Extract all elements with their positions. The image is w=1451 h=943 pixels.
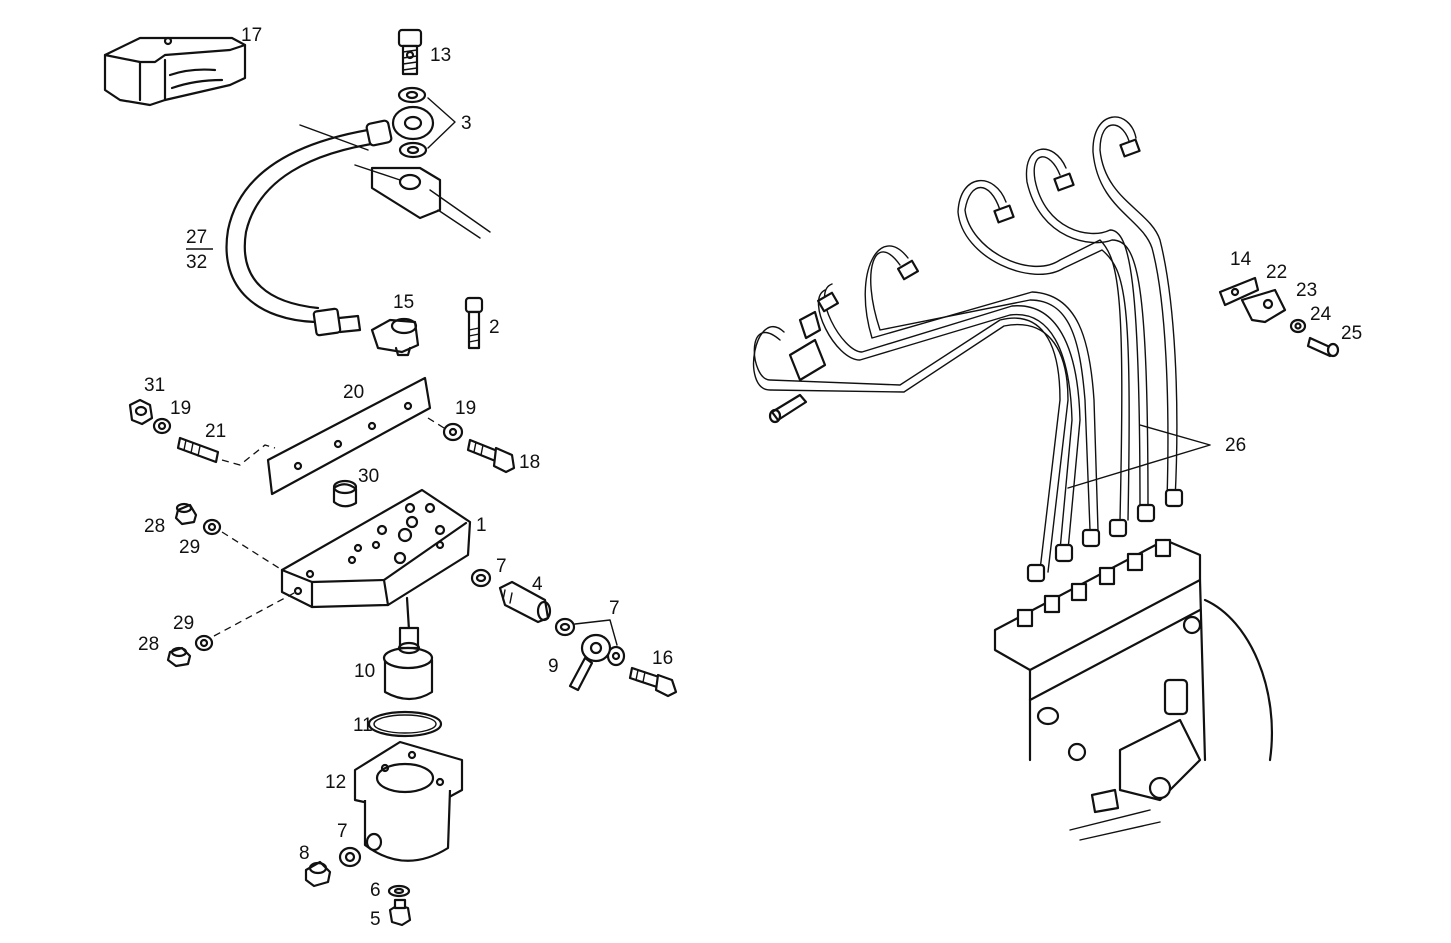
label-9: 9	[548, 656, 559, 677]
label-8: 8	[299, 843, 310, 864]
label-10: 10	[354, 661, 375, 682]
label-28-lower: 28	[138, 634, 159, 655]
part-25-screw	[1306, 336, 1340, 358]
label-26: 26	[1225, 435, 1246, 456]
label-11: 11	[353, 715, 373, 736]
label-7-c: 7	[337, 821, 348, 842]
part-18-bolt	[466, 438, 516, 474]
part-30-spacer	[332, 479, 358, 508]
part-2-bolt	[464, 296, 484, 350]
label-29-lower: 29	[173, 613, 194, 634]
label-28-upper: 28	[144, 516, 165, 537]
label-13: 13	[430, 45, 451, 66]
delivery-valves	[1016, 538, 1172, 628]
label-19-right: 19	[455, 398, 476, 419]
label-25: 25	[1341, 323, 1362, 344]
label-12: 12	[325, 772, 346, 793]
part-19-washer-left	[152, 417, 172, 435]
part-3-washers	[397, 86, 456, 159]
label-3: 3	[461, 113, 472, 134]
label-20: 20	[343, 382, 364, 403]
part-22-23-clamp	[1240, 288, 1287, 324]
part-26-injection-pipes	[752, 116, 1211, 583]
label-32: 32	[186, 252, 207, 273]
label-27: 27	[186, 227, 207, 248]
part-29-washer-lower	[194, 591, 297, 652]
part-31-nut	[128, 398, 154, 426]
label-7-a: 7	[496, 556, 507, 577]
label-31: 31	[144, 375, 165, 396]
part-1-block	[280, 488, 472, 609]
label-16: 16	[652, 648, 673, 669]
part-13-banjo-bolt	[397, 28, 423, 76]
part-24-washer	[1289, 318, 1307, 334]
label-4: 4	[532, 574, 543, 595]
label-18: 18	[519, 452, 540, 473]
label-30: 30	[358, 466, 379, 487]
part-12-housing	[353, 740, 464, 862]
label-24: 24	[1310, 304, 1332, 325]
label-15: 15	[393, 292, 414, 313]
part-17-bracket	[103, 36, 247, 107]
part-28-plug-lower	[166, 646, 192, 668]
part-10-sensor	[382, 596, 434, 701]
part-16-bolt	[628, 666, 678, 698]
label-1: 1	[476, 515, 487, 536]
label-17: 17	[241, 25, 262, 46]
part-8-plug	[304, 860, 332, 888]
part-27-32-hose	[225, 105, 435, 337]
part-29-washer-upper	[202, 518, 283, 571]
part-7-washer-a	[470, 568, 492, 588]
part-6-washer	[387, 884, 411, 898]
part-7-washer-b	[554, 617, 626, 667]
part-7-washer-bottom	[338, 846, 362, 868]
label-23: 23	[1296, 280, 1317, 301]
label-21: 21	[205, 421, 226, 442]
part-19-washer-right	[427, 417, 464, 442]
part-28-plug-upper	[174, 502, 198, 526]
injection-pump-body	[993, 538, 1274, 841]
label-2: 2	[489, 317, 500, 338]
label-19-left: 19	[170, 398, 191, 419]
part-9-banjo	[568, 633, 612, 692]
label-6: 6	[370, 880, 381, 901]
part-14-clamp	[1218, 276, 1260, 307]
part-20-plate	[266, 376, 432, 496]
label-22: 22	[1266, 262, 1287, 283]
fuel-pipe-background	[299, 124, 491, 239]
part-labels: 17 13 3 27 32 15 2 31 20 19 19 21 18 30 …	[138, 25, 1362, 930]
label-29-upper: 29	[179, 537, 200, 558]
label-7-b: 7	[609, 598, 620, 619]
part-15-fitting	[370, 317, 420, 357]
label-5: 5	[370, 909, 381, 930]
part-11-o-ring	[367, 710, 443, 738]
part-5-screw	[388, 898, 412, 927]
part-4-connector	[498, 580, 552, 624]
label-14: 14	[1230, 249, 1252, 270]
part-21-stud	[176, 436, 276, 466]
